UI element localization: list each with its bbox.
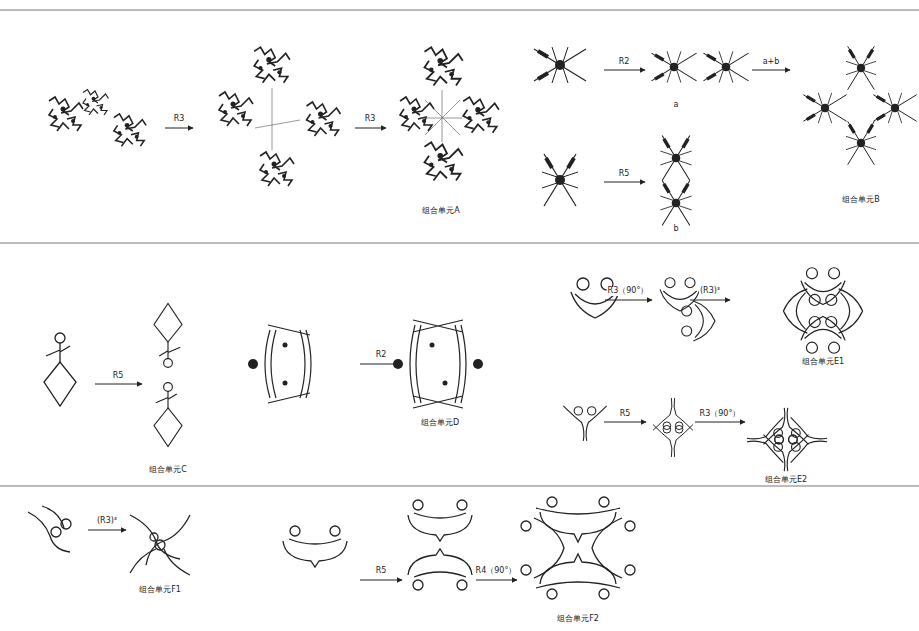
caption-label: 组合单元A (421, 207, 460, 216)
caption-label: b (672, 225, 679, 234)
caption-label: R3 (173, 115, 186, 124)
caption-label: R2 (618, 58, 631, 67)
caption-label: R3 (364, 115, 377, 124)
caption-label: R2 (375, 351, 388, 360)
caption-label: R3（90°） (699, 410, 742, 419)
caption-label: 组合单元D (420, 419, 460, 428)
caption-label: a+b (762, 58, 781, 67)
caption-label: R3（90°） (607, 287, 650, 296)
caption-label: 组合单元E1 (801, 358, 845, 367)
caption-label: (R3)³ (699, 287, 721, 296)
caption-label: R5 (619, 410, 632, 419)
caption-label: R5 (112, 372, 125, 381)
caption-label: 组合单元F1 (138, 586, 182, 595)
caption-label: 组合单元B (841, 196, 881, 205)
caption-label: 组合单元E2 (764, 476, 808, 485)
caption-label: R5 (375, 567, 388, 576)
caption-label: (R3)³ (96, 517, 118, 526)
caption-label: 组合单元F2 (556, 615, 600, 624)
caption-label: R4（90°） (475, 567, 518, 576)
caption-label: a (673, 101, 680, 110)
caption-label: R5 (618, 170, 631, 179)
caption-label: 组合单元C (148, 466, 188, 475)
